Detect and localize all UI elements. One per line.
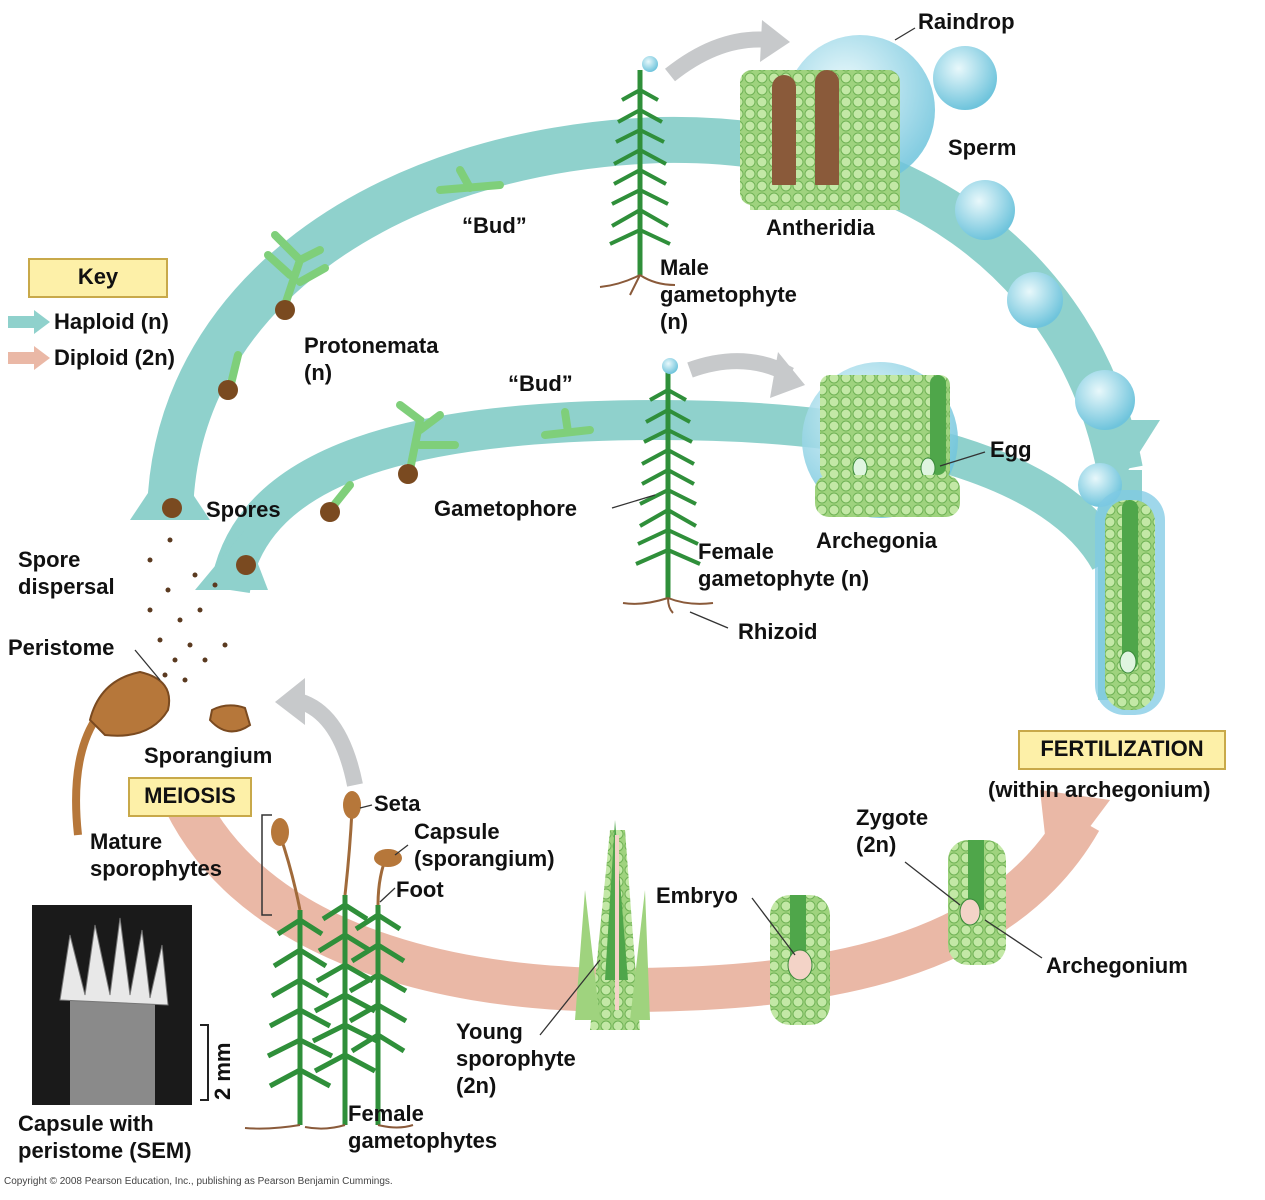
label-egg: Egg	[990, 437, 1032, 462]
label-spores: Spores	[206, 497, 281, 522]
female-gametophyte-line-1: Female	[698, 539, 774, 564]
spore-1	[162, 498, 182, 518]
label-mature-sporophytes: Mature sporophytes	[90, 828, 222, 882]
key-title: Key	[77, 264, 119, 289]
raindrop-droplet	[933, 46, 997, 110]
sperm-droplet-1	[955, 180, 1015, 240]
zygote-line-1: Zygote	[856, 805, 929, 830]
label-spore-dispersal: Spore dispersal	[18, 546, 115, 600]
capsule-line-2: (sporangium)	[414, 846, 555, 871]
label-antheridia: Antheridia	[766, 215, 875, 240]
male-gametophyte-plant	[599, 56, 676, 296]
label-capsule-sem: Capsule with peristome (SEM)	[18, 1110, 192, 1164]
diploid-key-arrow	[8, 346, 50, 370]
spore-protonema-2	[218, 380, 238, 400]
spore-protonema-4	[320, 502, 340, 522]
label-raindrop: Raindrop	[918, 9, 1015, 34]
capsule-line-1: Capsule	[414, 819, 500, 844]
diploid-arrowhead	[1040, 790, 1110, 880]
spore-dispersal-line-1: Spore	[18, 547, 81, 572]
label-embryo: Embryo	[656, 883, 738, 908]
archegonia-illustration	[802, 362, 960, 518]
fertilization-box: FERTILIZATION	[1018, 730, 1226, 770]
label-foot: Foot	[396, 877, 444, 902]
label-seta: Seta	[374, 791, 421, 816]
meiosis-box: MEIOSIS	[128, 777, 252, 817]
label-archegonia: Archegonia	[816, 528, 938, 553]
label-zygote: Zygote (2n)	[856, 804, 928, 858]
protonemata-line-2: (n)	[304, 360, 333, 385]
female-gametophyte-plant	[622, 358, 714, 614]
haploid-arc-inner	[210, 399, 1128, 594]
label-protonemata: Protonemata (n)	[304, 332, 438, 386]
haploid-arrowhead-inner	[195, 530, 268, 590]
label-bud-inner: “Bud”	[508, 371, 573, 396]
label-female-gametophyte: Female gametophyte (n)	[698, 538, 869, 592]
spore-2	[236, 555, 256, 575]
label-male-gametophyte: Male gametophyte (n)	[660, 254, 797, 335]
label-capsule: Capsule (sporangium)	[414, 818, 555, 872]
fertilization-label: FERTILIZATION	[1040, 736, 1204, 761]
label-peristome: Peristome	[8, 635, 115, 660]
sem-photo	[32, 905, 192, 1105]
label-rhizoid: Rhizoid	[738, 619, 818, 644]
female-gametophytes-line-1: Female	[348, 1101, 424, 1126]
spore-protonema-1	[275, 300, 295, 320]
scale-bar	[200, 1024, 209, 1101]
protonemata-line-1: Protonemata	[304, 333, 439, 358]
male-gametophyte-line-1: Male	[660, 255, 709, 280]
label-gametophore: Gametophore	[434, 496, 578, 521]
label-archegonium: Archegonium	[1046, 953, 1188, 978]
sperm-droplet-3	[1075, 370, 1135, 430]
capsule-sem-line-1: Capsule with	[18, 1111, 154, 1136]
copyright-notice: Copyright © 2008 Pearson Education, Inc.…	[4, 1176, 393, 1187]
spore-dispersal-line-2: dispersal	[18, 574, 115, 599]
haploid-arrowhead-right	[1085, 420, 1160, 480]
spore-dispersal-dots	[147, 537, 228, 683]
mature-sporophytes-line-1: Mature	[90, 829, 163, 854]
zygote-line-2: (2n)	[856, 832, 897, 857]
haploid-key-arrow	[8, 310, 50, 334]
male-gametophyte-line-3: (n)	[660, 309, 689, 334]
antheridia-illustration	[740, 35, 935, 210]
mature-sporophytes-line-2: sporophytes	[90, 856, 223, 881]
label-young-sporophyte: Young sporophyte (2n)	[456, 1018, 576, 1099]
young-sporophyte-illustration	[575, 820, 650, 1030]
gray-arrow-top	[665, 31, 771, 82]
young-sporophyte-line-2: sporophyte	[456, 1046, 576, 1071]
meiosis-label: MEIOSIS	[144, 783, 236, 808]
label-scale: 2 mm	[210, 1042, 235, 1100]
fertilization-archegonium	[1095, 490, 1165, 715]
label-bud-top: “Bud”	[462, 213, 527, 238]
male-gametophyte-line-2: gametophyte	[660, 282, 797, 307]
young-sporophyte-line-3: (2n)	[456, 1073, 497, 1098]
label-sporangium: Sporangium	[144, 743, 273, 768]
label-female-gametophytes: Female gametophytes	[348, 1100, 497, 1154]
female-gametophytes-line-2: gametophytes	[348, 1128, 498, 1153]
mature-sporophytes-bracket	[261, 814, 272, 916]
label-sperm: Sperm	[948, 135, 1017, 160]
embryo-archegonium	[770, 895, 830, 1025]
spore-protonema-3	[398, 464, 418, 484]
capsule-sem-line-2: peristome (SEM)	[18, 1138, 192, 1163]
female-gametophyte-line-2: gametophyte (n)	[698, 566, 870, 591]
haploid-arrowhead-outer	[130, 460, 210, 520]
fertilization-note: (within archegonium)	[988, 777, 1211, 802]
key-diploid: Diploid (2n)	[54, 345, 175, 370]
sperm-droplet-2	[1007, 272, 1063, 328]
peristome-capsule	[72, 670, 171, 836]
young-sporophyte-line-1: Young	[456, 1019, 523, 1044]
key-haploid: Haploid (n)	[54, 309, 169, 334]
zygote-archegonium	[948, 840, 1006, 965]
mature-sporophytes-plants	[244, 791, 414, 1130]
leader-lines	[134, 27, 1043, 1036]
sporangium-cap	[208, 704, 252, 733]
key-title-box: Key	[28, 258, 168, 298]
